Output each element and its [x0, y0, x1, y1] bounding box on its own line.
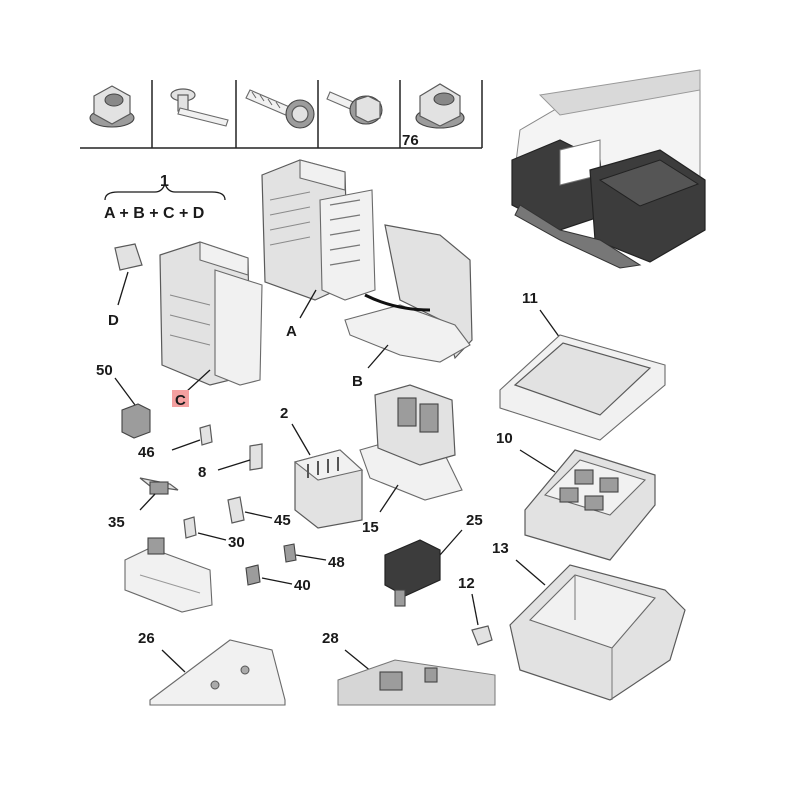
- leader-35: [139, 493, 156, 511]
- label-13: 13: [492, 540, 509, 557]
- leader-48: [295, 554, 327, 561]
- label-50: 50: [96, 362, 113, 379]
- label-8: 8: [198, 464, 206, 481]
- relay-block: [124, 537, 213, 613]
- fastener-label-76: 76: [402, 132, 419, 149]
- part-b-bracket: [344, 224, 473, 363]
- label-30: 30: [228, 534, 245, 551]
- fastener-row: 76: [80, 80, 483, 149]
- tray-13: [509, 564, 686, 701]
- leader-a: [299, 289, 317, 319]
- assembly-formula: A + B + C + D: [104, 205, 204, 222]
- assembly-brace: 1 A + B + C + D: [104, 173, 226, 222]
- flange-bolt: [326, 91, 383, 125]
- label-11: 11: [522, 290, 538, 307]
- leader-c: [185, 369, 211, 393]
- label-48: 48: [328, 554, 345, 571]
- label-2: 2: [280, 405, 288, 422]
- label-25: 25: [466, 512, 483, 529]
- label-12: 12: [458, 575, 475, 592]
- relay-50: [121, 403, 151, 439]
- label-28: 28: [322, 630, 339, 647]
- engine-bay-view: [511, 69, 706, 269]
- connector-25: [384, 539, 441, 607]
- leader-46: [171, 439, 201, 451]
- fuse-30: [183, 516, 197, 539]
- bus-bar-35: [139, 477, 179, 495]
- label-d: D: [108, 312, 119, 329]
- label-40: 40: [294, 577, 311, 594]
- fuse-holder-15: [359, 384, 463, 501]
- label-45: 45: [274, 512, 291, 529]
- assembly-number: 1: [160, 173, 169, 190]
- label-46: 46: [138, 444, 155, 461]
- label-a: A: [286, 323, 297, 340]
- part-d-cover: [114, 243, 143, 271]
- leader-10: [519, 449, 556, 473]
- label-b: B: [352, 373, 363, 390]
- fuse-40: [245, 564, 261, 586]
- screw-with-washer: [245, 89, 315, 129]
- fuse-8: [249, 443, 263, 471]
- label-10: 10: [496, 430, 513, 447]
- flange-nut-76: [415, 83, 465, 129]
- leader-30: [197, 532, 227, 541]
- leader-50: [114, 377, 136, 406]
- label-26: 26: [138, 630, 155, 647]
- leader-2: [291, 423, 311, 456]
- lid-11: [499, 334, 666, 441]
- leader-13: [515, 559, 546, 586]
- leader-45: [244, 511, 273, 519]
- leader-8: [217, 459, 251, 471]
- module-28: [337, 659, 496, 706]
- label-c: C: [175, 392, 186, 409]
- label-35: 35: [108, 514, 125, 531]
- fuse-45: [227, 496, 245, 524]
- plate-26: [149, 639, 286, 706]
- leader-28: [344, 649, 373, 673]
- fuse-48: [283, 543, 297, 563]
- leader-d: [117, 271, 129, 306]
- leader-26: [161, 649, 186, 673]
- part-a-housing: [261, 159, 376, 301]
- relay-module-2: [293, 449, 364, 529]
- clip-12: [471, 625, 493, 646]
- rivet: [170, 88, 229, 127]
- fuse-46: [199, 424, 213, 446]
- highlight-box-c: [172, 390, 189, 407]
- part-c-fuse-block: [159, 241, 263, 386]
- leader-15: [379, 484, 399, 513]
- flange-nut: [89, 85, 135, 128]
- leader-12: [471, 593, 479, 626]
- label-15: 15: [362, 519, 379, 536]
- fuse-box-10: [524, 449, 656, 561]
- leader-b: [367, 344, 389, 369]
- leader-25: [439, 529, 463, 556]
- leader-40: [261, 577, 293, 585]
